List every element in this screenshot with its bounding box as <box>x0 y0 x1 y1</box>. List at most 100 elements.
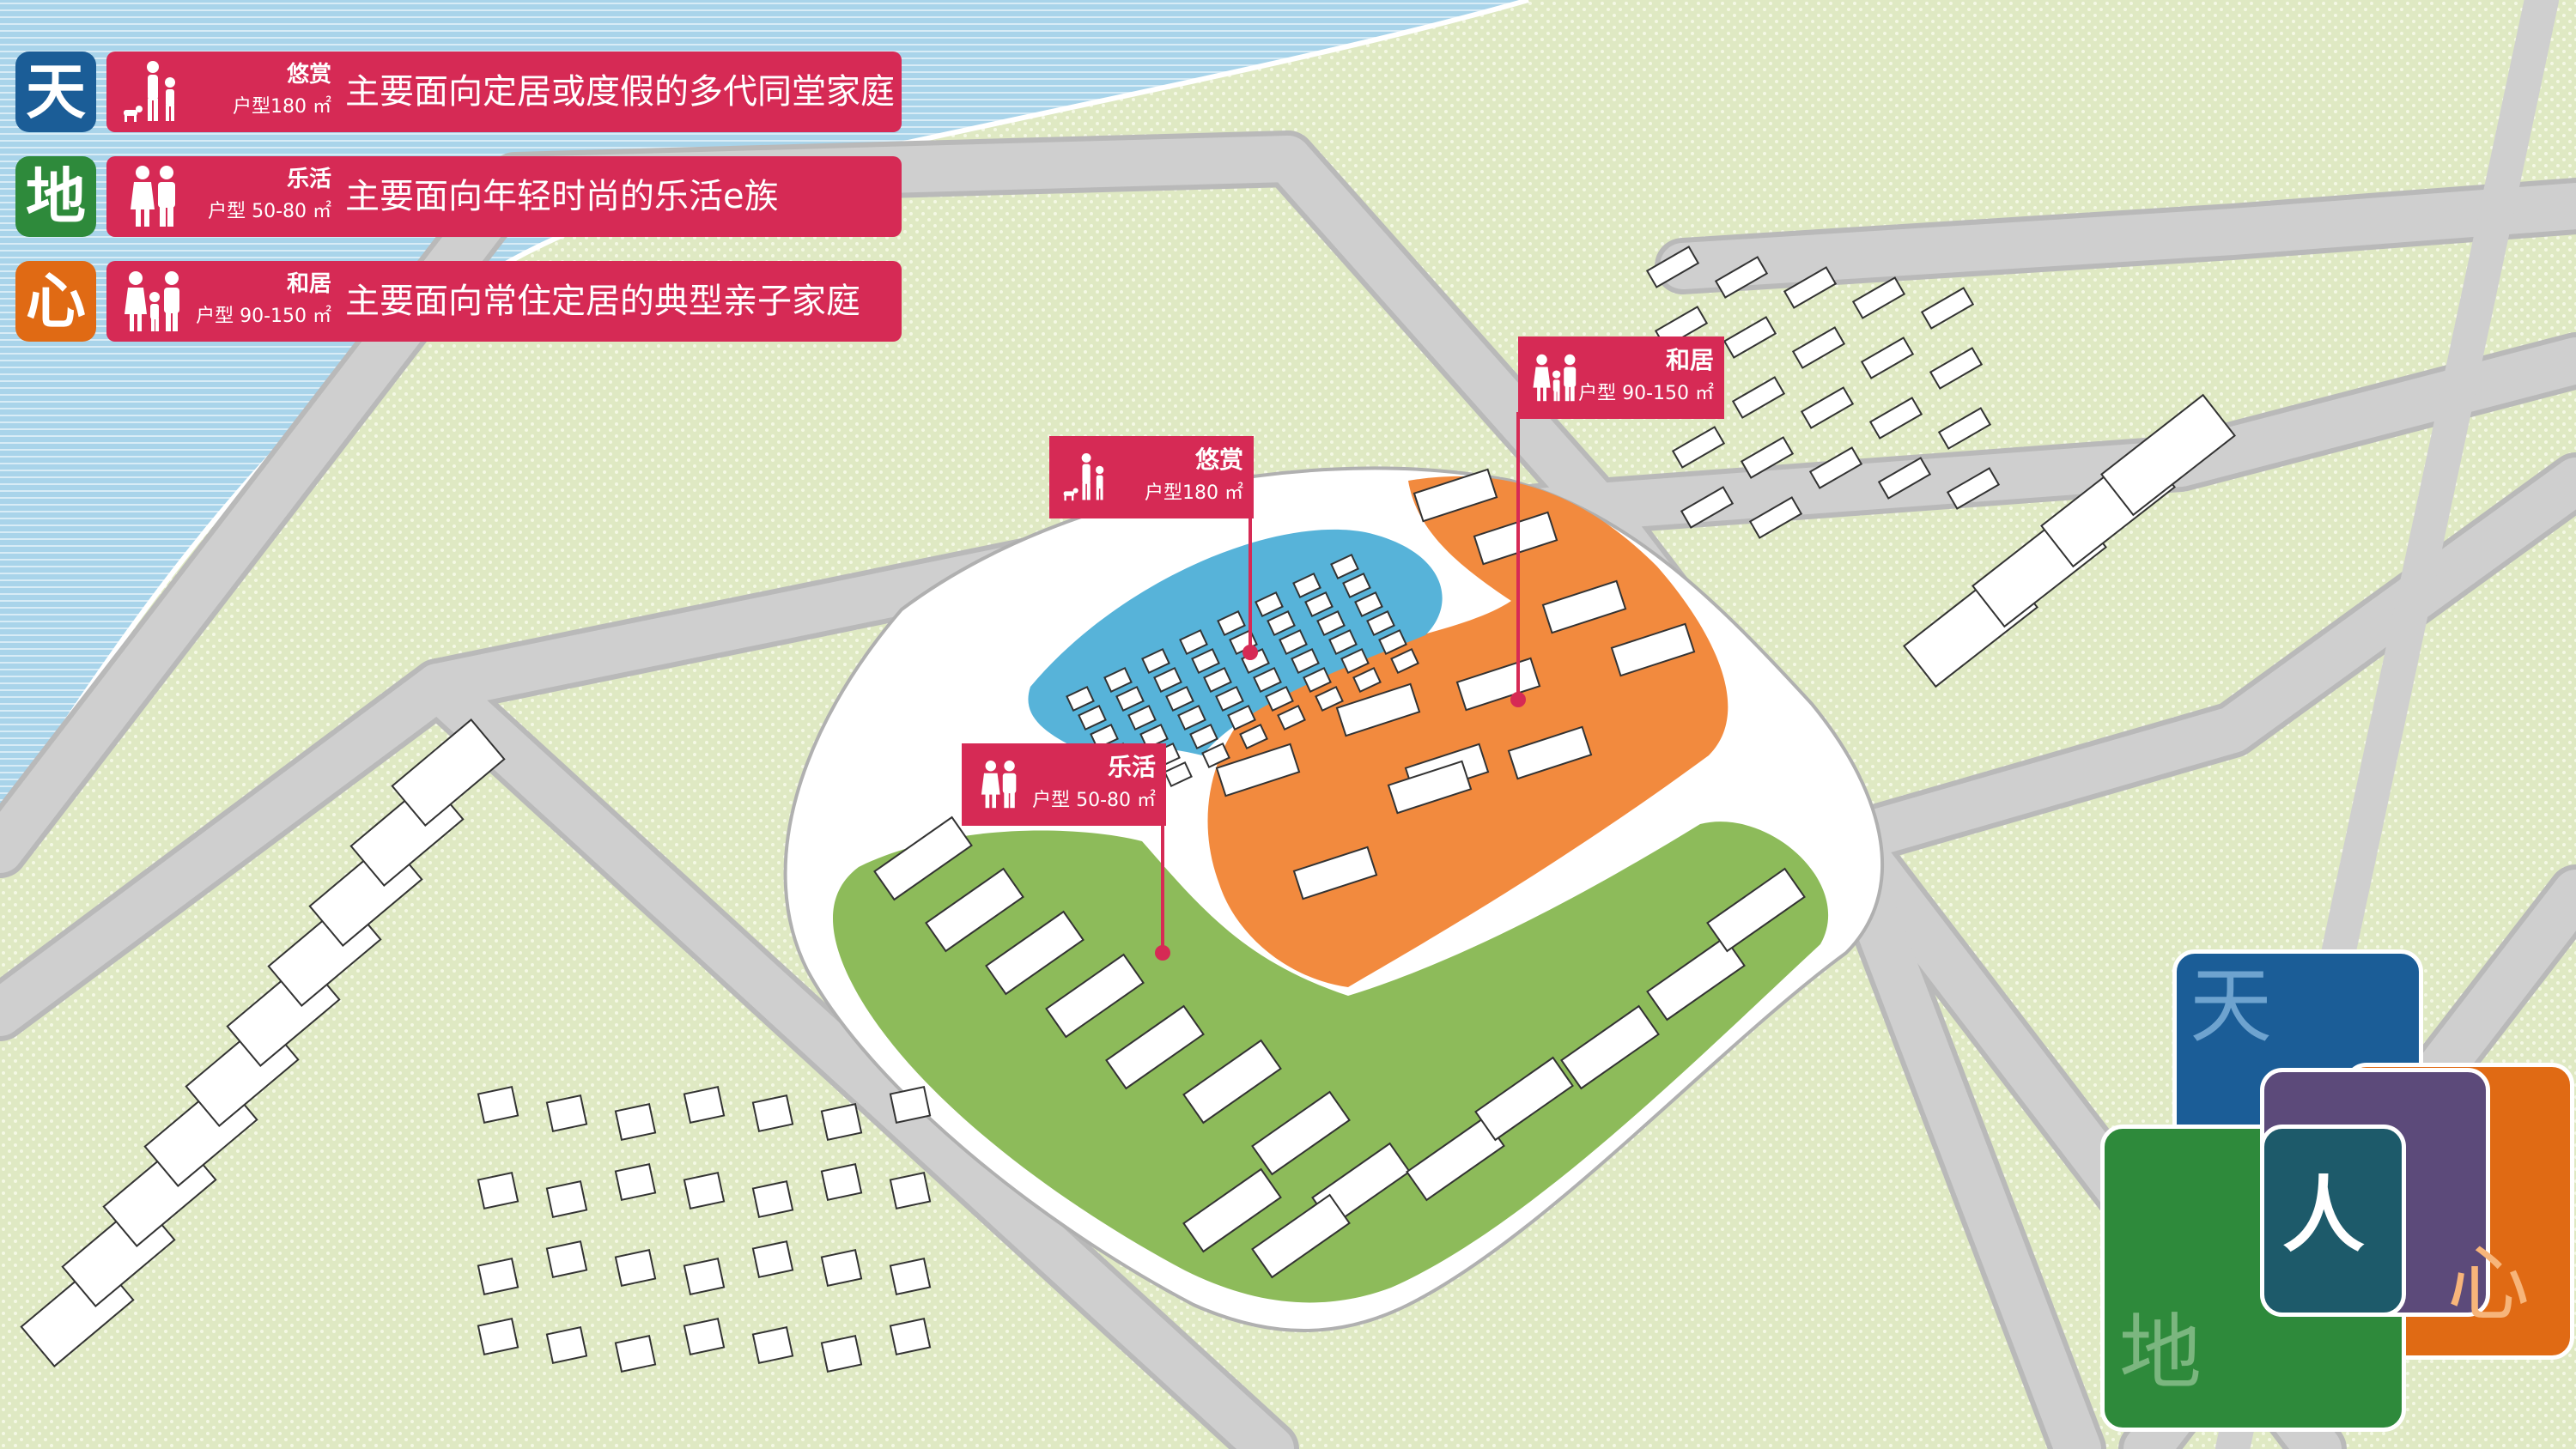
village-house <box>614 1103 657 1141</box>
residential-tower <box>1645 246 1700 288</box>
tower-building <box>1473 511 1558 566</box>
heju-tag-name: 和居 <box>1665 346 1714 374</box>
villa-building <box>1340 648 1370 674</box>
slab-building <box>1182 1167 1282 1253</box>
tower-building <box>1610 622 1696 677</box>
village-house <box>889 1086 932 1124</box>
village-house <box>820 1163 863 1201</box>
villa-building <box>1267 610 1296 636</box>
slab-building <box>873 815 973 901</box>
tower-building <box>1507 725 1593 780</box>
villa-building <box>1265 686 1294 712</box>
logo-tian-char: 天 <box>2190 958 2272 1054</box>
residential-tower <box>1920 287 1975 330</box>
slab-building <box>1182 1039 1282 1125</box>
family-icon <box>125 271 179 331</box>
villa-building <box>1239 724 1268 749</box>
villa-building <box>1153 667 1182 693</box>
legend-char-xin: 心 <box>15 261 96 342</box>
villa-building <box>1291 648 1320 674</box>
slab-building <box>985 910 1084 996</box>
tower-building <box>1541 579 1627 634</box>
young-couple-icon <box>131 166 175 227</box>
residential-tower <box>1851 276 1906 319</box>
legend-area-label: 户型 90-150 ㎡ <box>196 306 331 327</box>
villa-building <box>1277 705 1306 731</box>
villa-building <box>1390 648 1419 674</box>
lehuo-tag: 乐活 户型 50-80 ㎡ <box>962 743 1166 826</box>
lehuo-tag-name: 乐活 <box>1107 753 1156 781</box>
young-couple-icon <box>981 761 1017 809</box>
tag-leader-lines <box>1155 412 1526 961</box>
logo-xin-char: 心 <box>2447 1236 2530 1332</box>
villa-building <box>1179 629 1208 655</box>
slab-building <box>1045 953 1145 1039</box>
village-house <box>683 1258 726 1295</box>
village-house <box>614 1163 657 1201</box>
villa-building <box>1215 686 1244 712</box>
village-house <box>751 1094 794 1132</box>
villa-building <box>1201 743 1230 768</box>
village-house <box>545 1240 588 1278</box>
villa-building <box>1163 761 1193 787</box>
village-house <box>751 1326 794 1364</box>
slab-building <box>1251 1193 1351 1279</box>
village-house <box>820 1103 863 1141</box>
residential-tower <box>1929 347 1984 390</box>
residential-tower <box>1791 326 1846 369</box>
villa-building <box>1330 554 1359 579</box>
slab-building <box>1560 1004 1660 1090</box>
heju-tag-area: 户型 90-150 ㎡ <box>1578 383 1714 404</box>
legend-bar-tian: 悠赏 户型180 ㎡ 主要面向定居或度假的多代同堂家庭 <box>106 52 902 132</box>
village-house <box>820 1249 863 1287</box>
residential-tower <box>1748 496 1803 539</box>
villa-building <box>1191 648 1220 674</box>
villa-building <box>1328 629 1358 655</box>
village-house <box>889 1318 932 1355</box>
village-house <box>751 1240 794 1278</box>
legend-type-label: 乐活 <box>286 167 331 192</box>
residential-tower <box>1783 266 1838 309</box>
residential-tower <box>1808 446 1863 489</box>
villa-building <box>1203 667 1232 693</box>
slab-building <box>1251 1090 1351 1176</box>
legend-description: 主要面向年轻时尚的乐活e族 <box>345 177 779 216</box>
slab-building <box>925 867 1024 953</box>
village-house <box>477 1318 519 1355</box>
village-house <box>683 1318 726 1355</box>
slab-building <box>1474 1056 1574 1142</box>
tower-building <box>1413 468 1498 523</box>
villa-building <box>1316 610 1346 636</box>
villa-building <box>1255 591 1284 617</box>
buildings-layer <box>20 246 2236 1373</box>
legend-description: 主要面向常住定居的典型亲子家庭 <box>345 282 860 321</box>
villa-building <box>1066 686 1095 712</box>
parent-child-dog-icon <box>1063 453 1104 501</box>
tower-building <box>1292 846 1378 900</box>
villa-building <box>1378 629 1407 655</box>
villa-building <box>1292 573 1321 598</box>
legend-description: 主要面向定居或度假的多代同堂家庭 <box>345 72 895 112</box>
residential-tower <box>1877 457 1932 500</box>
parent-child-dog-icon <box>124 61 175 122</box>
villa-building <box>1227 705 1256 731</box>
tian-ren-di-xin-logo: 天 人 心 地 <box>2095 944 2576 1442</box>
slab-building <box>1105 1004 1205 1090</box>
youshang-tag-name: 悠赏 <box>1194 446 1243 474</box>
lehuo-tag-area: 户型 50-80 ㎡ <box>1032 790 1156 811</box>
villa-building <box>1366 610 1395 636</box>
villa-building <box>1189 724 1218 749</box>
tower-building <box>1215 743 1301 797</box>
family-icon <box>1533 354 1577 402</box>
legend-type-label: 和居 <box>286 271 331 297</box>
residential-tower <box>1868 397 1923 440</box>
legend-bar-xin: 和居 户型 90-150 ㎡ 主要面向常住定居的典型亲子家庭 <box>106 261 902 342</box>
village-house <box>477 1258 519 1295</box>
legend-area-label: 户型180 ㎡ <box>233 96 331 118</box>
commercial-complex-block <box>391 718 506 827</box>
residential-tower <box>1937 407 1992 450</box>
villa-building <box>1127 705 1157 731</box>
villa-building <box>1304 591 1334 617</box>
residential-tower <box>1671 426 1726 469</box>
villa-building <box>1115 686 1145 712</box>
